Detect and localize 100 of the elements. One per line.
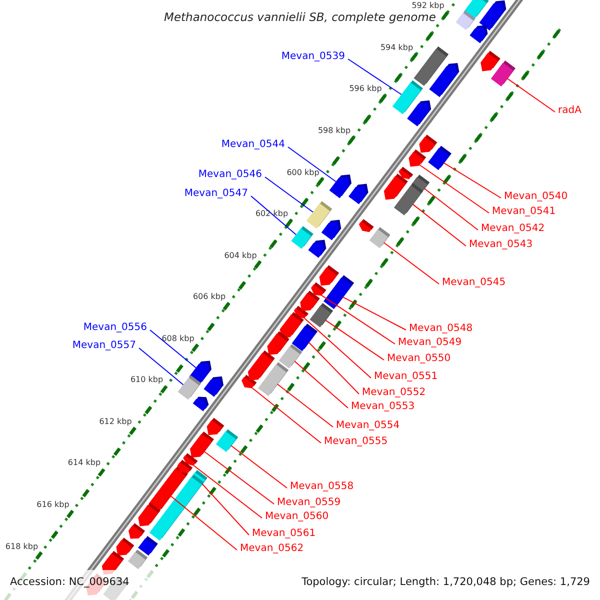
tick-label: 618 kbp [5,542,38,552]
leader-line [264,176,314,213]
gene-block [456,10,476,30]
genome-title: Methanococcus vannielii SB, complete genome [164,10,436,24]
gene-label: Mevan_0549 [398,337,462,349]
gene-label: Mevan_0540 [504,191,568,203]
gene-label: Mevan_0561 [252,528,316,540]
gene-block [310,303,334,328]
gene-symbol [408,149,426,167]
tick-label: 614 kbp [68,458,101,468]
gene-symbol [177,460,193,474]
gene-label: Mevan_0546 [198,169,262,181]
gene-block [128,550,148,570]
leader-line [325,320,384,360]
gene-label: Mevan_0548 [409,323,473,335]
leader-line [342,296,406,330]
gene-label: Mevan_0547 [184,188,248,200]
leader-line [202,484,250,536]
leader-line [294,360,348,408]
leader-line [193,465,262,518]
gene-symbol [480,50,500,72]
gene-symbol [308,240,326,258]
gene-label: Mevan_0542 [481,223,545,235]
gene-symbol [384,174,408,200]
gene-symbol [204,376,224,397]
gene-symbol [321,220,342,240]
tick-label: 596 kbp [349,84,382,94]
gene-symbol [479,0,506,30]
gene-label: Mevan_0553 [351,401,415,413]
tick-label: 606 kbp [192,292,226,302]
gene-block [138,536,158,556]
gene-label: Mevan_0541 [492,206,556,218]
gene-label: Mevan_0562 [240,543,304,555]
gene-symbol [329,174,352,198]
leader-line [138,348,184,386]
leader-line [252,387,322,444]
gene-block [178,375,202,400]
leader-line [321,294,396,344]
gene-label: Mevan_0559 [277,497,341,509]
leader-line [383,242,440,284]
gene-symbol [419,134,438,153]
tick-label: 612 kbp [99,416,132,427]
gene-block [291,226,314,249]
gene-symbol [358,219,374,232]
gene-label: Mevan_0555 [324,436,388,448]
leader-line [304,318,372,378]
gene-label: Mevan_0552 [362,387,426,399]
gene-block [428,146,452,170]
gene-label: Mevan_0556 [83,322,147,334]
gene-symbol [280,312,304,338]
gene-label: Mevan_0539 [281,51,345,63]
leader-line [419,164,490,214]
gene-symbol [407,100,432,126]
gene-label: Mevan_0560 [265,511,329,523]
tick-label: 608 kbp [162,334,194,344]
leader-line [204,451,274,504]
tick-label: 616 kbp [36,500,70,510]
tick-label: 592 kbp [412,1,444,12]
leader-line [424,188,478,230]
gene-symbol [138,502,160,526]
gene-label: Mevan_0558 [290,481,354,493]
genome-stats-text: Topology: circular; Length: 1,720,048 bp; Genes: 1,729 [302,575,590,589]
tick-label: 602 kbp [255,209,288,220]
gene-symbol [192,396,209,412]
gene-label: Mevan_0545 [442,277,506,289]
leader-line [230,445,288,488]
tick-label: 594 kbp [380,42,414,53]
gene-label: Mevan_0557 [72,340,136,352]
leader-line [412,204,466,246]
gene-label: Mevan_0554 [336,420,400,432]
gene-symbol [300,290,320,312]
gene-label: Mevan_0543 [469,239,533,251]
gene-label: Mevan_0550 [387,353,451,365]
leader-line [150,330,196,368]
gene-symbol [267,331,290,355]
leader-line [308,342,360,394]
tick-label: 604 kbp [224,250,257,261]
gene-label: Mevan_0551 [374,371,438,383]
leader-line [506,78,556,112]
leader-line [288,146,336,182]
gene-symbol [206,418,224,436]
gene-label: radA [558,105,582,117]
gene-block [369,227,390,248]
tick-label: 598 kbp [318,126,351,136]
leader-line [348,58,402,95]
leader-line [276,384,334,428]
gene-block [216,429,238,452]
gene-label: Mevan_0544 [221,139,285,151]
gene-symbol [190,432,214,458]
gene-symbol [348,184,368,204]
tick-label: 610 kbp [130,375,164,386]
leader-line [443,162,502,198]
gene-symbol [319,265,340,286]
gene-symbol [248,350,275,380]
gene-symbol [116,538,134,556]
gene-symbol [128,523,145,539]
gene-block [306,201,332,229]
leader-line [250,196,296,236]
gene-symbol [429,63,460,98]
gene-symbol [470,25,488,44]
